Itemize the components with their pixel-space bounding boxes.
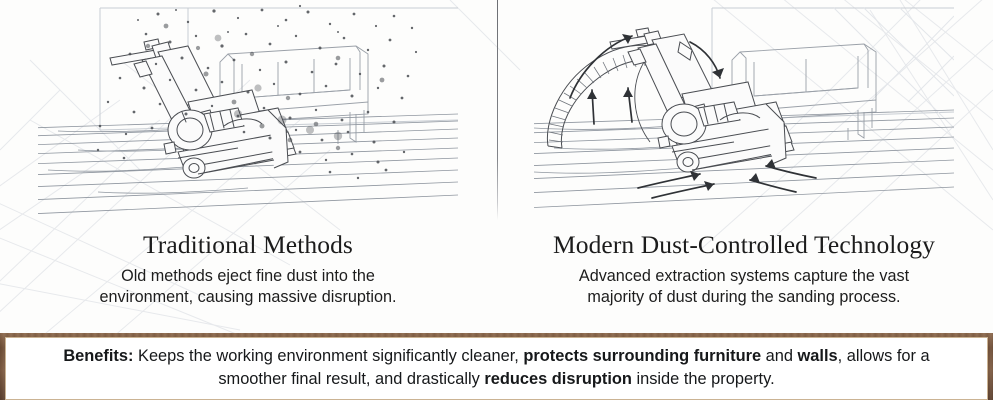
benefits-span: Keeps the working environment significan… bbox=[133, 346, 524, 365]
panel-description-modern: Advanced extraction systems capture the … bbox=[579, 266, 909, 309]
benefits-panel: Benefits: Keeps the working environment … bbox=[8, 340, 985, 397]
panel-title-traditional: Traditional Methods bbox=[143, 230, 353, 259]
benefits-emphasis: Benefits: bbox=[63, 346, 134, 365]
panel-description-line1: Old methods eject fine dust into the bbox=[121, 267, 375, 286]
panel-divider bbox=[497, 0, 498, 220]
panel-description-traditional: Old methods eject fine dust into the env… bbox=[100, 266, 397, 309]
panel-description-modern-line2: majority of dust during the sanding proc… bbox=[587, 288, 901, 307]
benefits-span: and bbox=[761, 346, 798, 365]
panel-title-modern: Modern Dust-Controlled Technology bbox=[552, 230, 936, 259]
panel-description-line2: environment, causing massive disruption. bbox=[99, 288, 397, 307]
benefits-span: inside the property. bbox=[631, 369, 775, 388]
panel-traditional-methods: Traditional Methods Old methods eject fi… bbox=[0, 0, 496, 333]
comparison-row: Traditional Methods Old methods eject fi… bbox=[0, 0, 992, 333]
illustration-traditional-sander bbox=[38, 2, 458, 217]
panel-description-modern-line1: Advanced extraction systems capture the … bbox=[578, 267, 910, 286]
benefits-emphasis: walls bbox=[797, 346, 838, 365]
benefits-emphasis: reduces disruption bbox=[484, 369, 632, 388]
benefits-bevel-border: Benefits: Keeps the working environment … bbox=[5, 337, 988, 400]
benefits-emphasis: protects surrounding furniture bbox=[523, 346, 762, 365]
illustration-modern-sander bbox=[534, 2, 954, 217]
benefits-wood-frame: Benefits: Keeps the working environment … bbox=[0, 333, 993, 400]
panel-modern-technology: Modern Dust-Controlled Technology Advanc… bbox=[496, 0, 992, 333]
benefits-text: Benefits: Keeps the working environment … bbox=[47, 345, 947, 392]
